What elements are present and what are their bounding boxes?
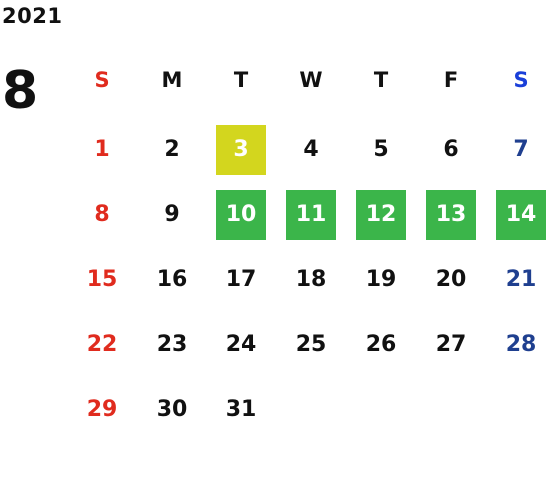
weekday-header: W: [299, 67, 323, 92]
date-cell[interactable]: 25: [295, 332, 327, 357]
date-cell[interactable]: 8: [94, 202, 110, 227]
date-cell[interactable]: 3: [216, 125, 266, 175]
weekday-header: T: [233, 67, 249, 92]
weekday-header: M: [161, 67, 183, 92]
date-cell[interactable]: 28: [505, 332, 537, 357]
date-cell[interactable]: 1: [94, 137, 110, 162]
weekday-header: F: [443, 67, 459, 92]
date-cell[interactable]: 2: [164, 137, 180, 162]
date-cell[interactable]: 30: [156, 397, 188, 422]
weekday-header: T: [373, 67, 389, 92]
date-cell[interactable]: 17: [225, 267, 257, 292]
weekday-header: S: [513, 67, 529, 92]
date-cell[interactable]: 27: [435, 332, 467, 357]
date-cell[interactable]: 22: [86, 332, 118, 357]
month-label: 8: [2, 61, 39, 121]
date-cell[interactable]: 24: [225, 332, 257, 357]
date-cell[interactable]: 7: [513, 137, 529, 162]
date-cell[interactable]: 16: [156, 267, 188, 292]
date-cell[interactable]: 23: [156, 332, 188, 357]
date-cell[interactable]: 21: [505, 267, 537, 292]
date-cell[interactable]: 9: [164, 202, 180, 227]
date-cell[interactable]: 10: [216, 190, 266, 240]
date-cell[interactable]: 31: [225, 397, 257, 422]
date-cell[interactable]: 14: [496, 190, 546, 240]
weekday-header: S: [94, 67, 110, 92]
date-cell[interactable]: 19: [365, 267, 397, 292]
date-cell[interactable]: 15: [86, 267, 118, 292]
date-cell[interactable]: 18: [295, 267, 327, 292]
date-cell[interactable]: 11: [286, 190, 336, 240]
date-cell[interactable]: 13: [426, 190, 476, 240]
date-cell[interactable]: 4: [303, 137, 319, 162]
year-label: 2021: [2, 4, 63, 28]
date-cell[interactable]: 12: [356, 190, 406, 240]
date-cell[interactable]: 29: [86, 397, 118, 422]
date-cell[interactable]: 26: [365, 332, 397, 357]
date-cell[interactable]: 6: [443, 137, 459, 162]
date-cell[interactable]: 5: [373, 137, 389, 162]
date-cell[interactable]: 20: [435, 267, 467, 292]
